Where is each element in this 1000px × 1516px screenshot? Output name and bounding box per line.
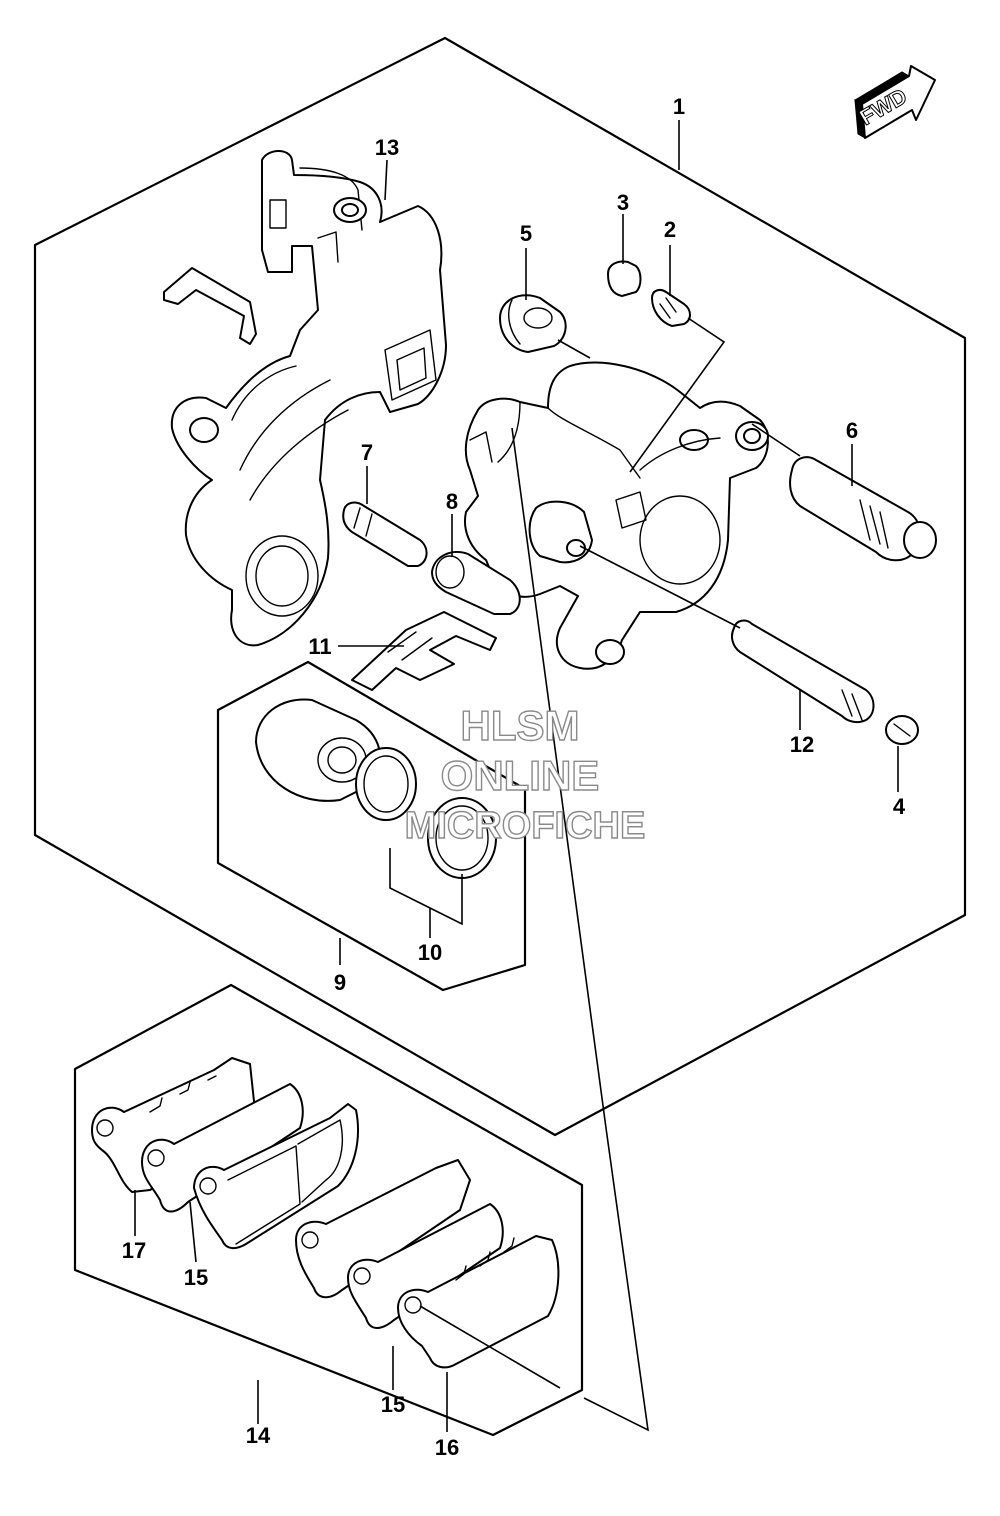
pin-sleeve (431, 551, 521, 615)
caliper-body (464, 361, 769, 670)
brake-pad-15-rear-b (347, 1203, 504, 1329)
callout-5: 5 (520, 221, 532, 246)
callout-8: 8 (446, 489, 458, 514)
pad-shim-16 (397, 1235, 560, 1369)
callout-7: 7 (361, 440, 373, 465)
callout-9: 9 (334, 970, 346, 995)
piston-kit-outline (216, 660, 527, 992)
leader-lines (134, 120, 899, 1432)
watermark-line-2: ONLINE (441, 752, 600, 799)
callout-15-front: 15 (184, 1265, 208, 1290)
pad-set-outline (73, 983, 584, 1437)
bracket-bolt (342, 501, 428, 567)
callout-6: 6 (846, 418, 858, 443)
dust-seal (427, 797, 497, 879)
pad-spring (351, 611, 497, 691)
callout-14: 14 (246, 1423, 271, 1448)
callout-17: 17 (122, 1238, 146, 1263)
callout-16: 16 (435, 1435, 459, 1460)
callout-11: 11 (308, 634, 331, 659)
brake-pad-15-rear-a (295, 1159, 471, 1299)
brake-pad-15-front (141, 1083, 304, 1213)
callout-15-rear: 15 (381, 1392, 405, 1417)
bracket-spring-clip (163, 267, 257, 345)
callout-4: 4 (893, 794, 906, 819)
fwd-arrow-icon: FWD (854, 65, 936, 139)
slide-pin-short (731, 619, 875, 724)
caliper-bracket (170, 150, 447, 647)
bleeder-valve (651, 289, 691, 327)
dust-boot (499, 294, 567, 353)
callout-2: 2 (664, 217, 676, 242)
piston-seal (355, 747, 417, 821)
slide-pin-long (789, 456, 937, 562)
watermark-line-1: HLSM (461, 702, 580, 749)
callout-13: 13 (375, 135, 399, 160)
bleeder-cap (607, 260, 642, 297)
callout-12: 12 (790, 732, 814, 757)
brake-pad-lining (193, 1103, 359, 1250)
pin-plug (885, 715, 919, 745)
watermark-line-3: MICROFICHE (405, 805, 646, 847)
callout-3: 3 (617, 190, 629, 215)
callout-10: 10 (418, 940, 442, 965)
callout-1: 1 (673, 94, 685, 119)
pad-shim-17 (91, 1057, 257, 1193)
caliper-assembly-outline (33, 36, 967, 1137)
